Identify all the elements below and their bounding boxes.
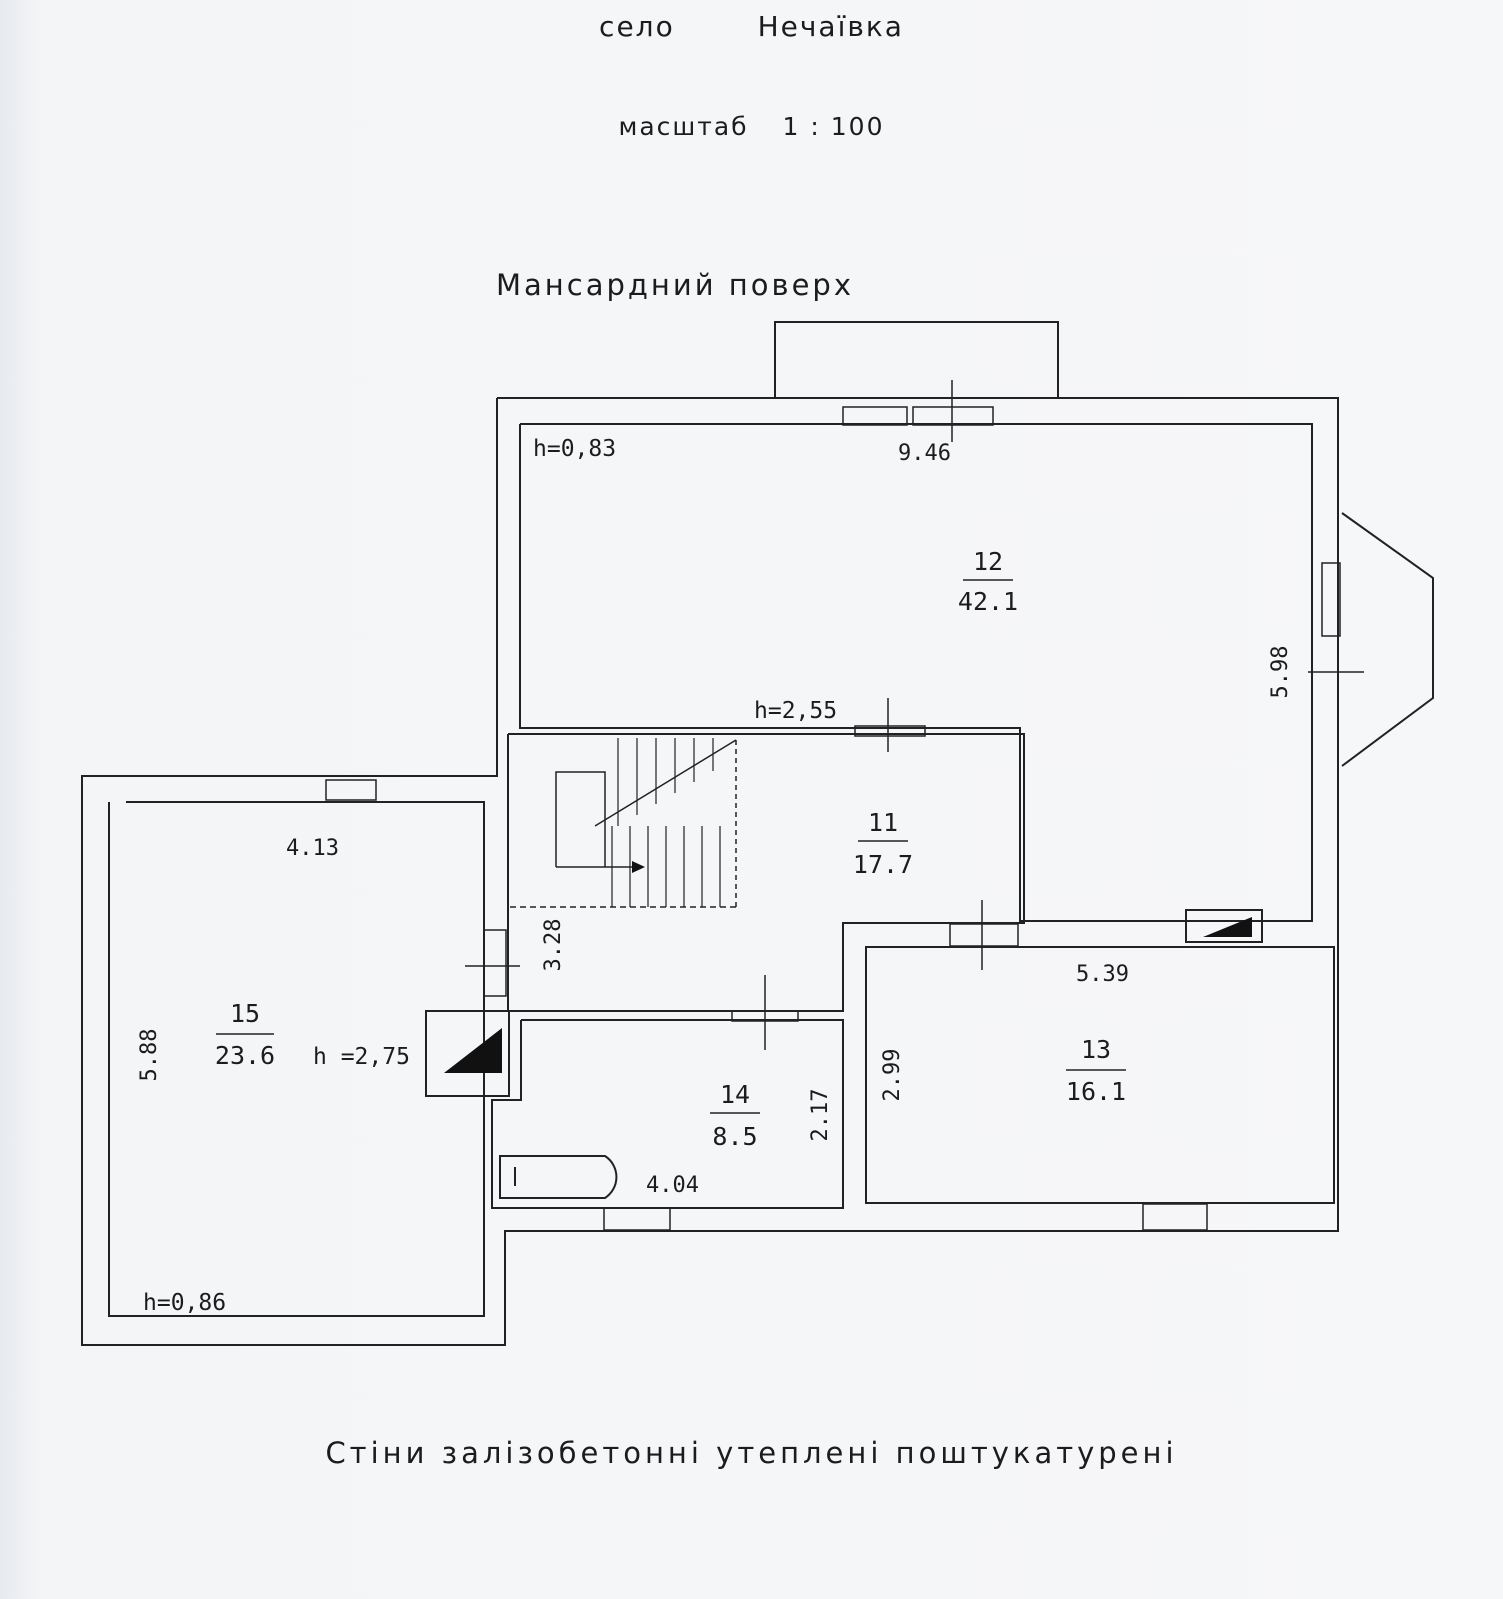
vent-block-small	[1185, 909, 1263, 943]
floor-title: Мансардний поверх	[496, 268, 855, 302]
room-11-depth: 3.28	[541, 919, 566, 972]
room-15-area: 23.6	[215, 1041, 275, 1070]
room-14-width: 4.04	[646, 1173, 699, 1198]
top-bay	[774, 321, 1059, 398]
room-12-outline	[519, 423, 1313, 922]
room-11-area: 17.7	[853, 850, 913, 879]
bathtub	[499, 1155, 618, 1199]
room-14-number: 14	[720, 1080, 750, 1109]
room-15-corner-height: h=0,86	[143, 1290, 226, 1316]
room-12-width: 9.46	[898, 441, 951, 466]
room-15-outline	[108, 801, 485, 1317]
room-13-outline	[865, 946, 1335, 1204]
window-openings	[325, 406, 1341, 1231]
room-13-depth: 2.99	[880, 1049, 905, 1102]
room-15-number: 15	[230, 999, 260, 1028]
right-bay	[1341, 512, 1434, 767]
room-13-number: 13	[1081, 1035, 1111, 1064]
room-13-area: 16.1	[1066, 1077, 1126, 1106]
vent-triangle	[444, 1028, 502, 1073]
room-12-number: 12	[973, 547, 1003, 576]
outer-wall-contour	[81, 397, 1339, 1346]
stair-arrow-icon	[632, 861, 645, 873]
wall-material-note: Стіни залізобетонні утеплені поштукатуре…	[325, 1436, 1178, 1470]
settlement-type: село	[599, 10, 675, 43]
room-14-area: 8.5	[712, 1122, 757, 1151]
room-11-number: 11	[868, 808, 898, 837]
room-12-depth: 5.98	[1268, 646, 1293, 699]
room-15-height: h =2,75	[313, 1044, 410, 1070]
dimension-ticks	[465, 380, 1364, 1050]
room-11-height: h=2,55	[754, 698, 837, 724]
room-13-width: 5.39	[1076, 962, 1129, 987]
scale-heading: масштаб 1 : 100	[0, 112, 1503, 141]
vent-triangle-small	[1203, 917, 1252, 937]
scale-value: 1 : 100	[782, 112, 885, 141]
room-11-outline	[507, 733, 1025, 1012]
room-12-height: h=0,83	[533, 436, 616, 462]
settlement-heading: село Нечаївка	[0, 10, 1503, 43]
room-15-depth: 5.88	[137, 1029, 162, 1082]
scale-label: масштаб	[618, 112, 749, 141]
vent-block	[425, 1010, 510, 1097]
room-14-outline	[491, 1019, 844, 1209]
room-14-depth: 2.17	[808, 1089, 833, 1142]
settlement-name: Нечаївка	[757, 10, 904, 43]
room-12-area: 42.1	[958, 587, 1018, 616]
room-15-width: 4.13	[286, 836, 339, 861]
